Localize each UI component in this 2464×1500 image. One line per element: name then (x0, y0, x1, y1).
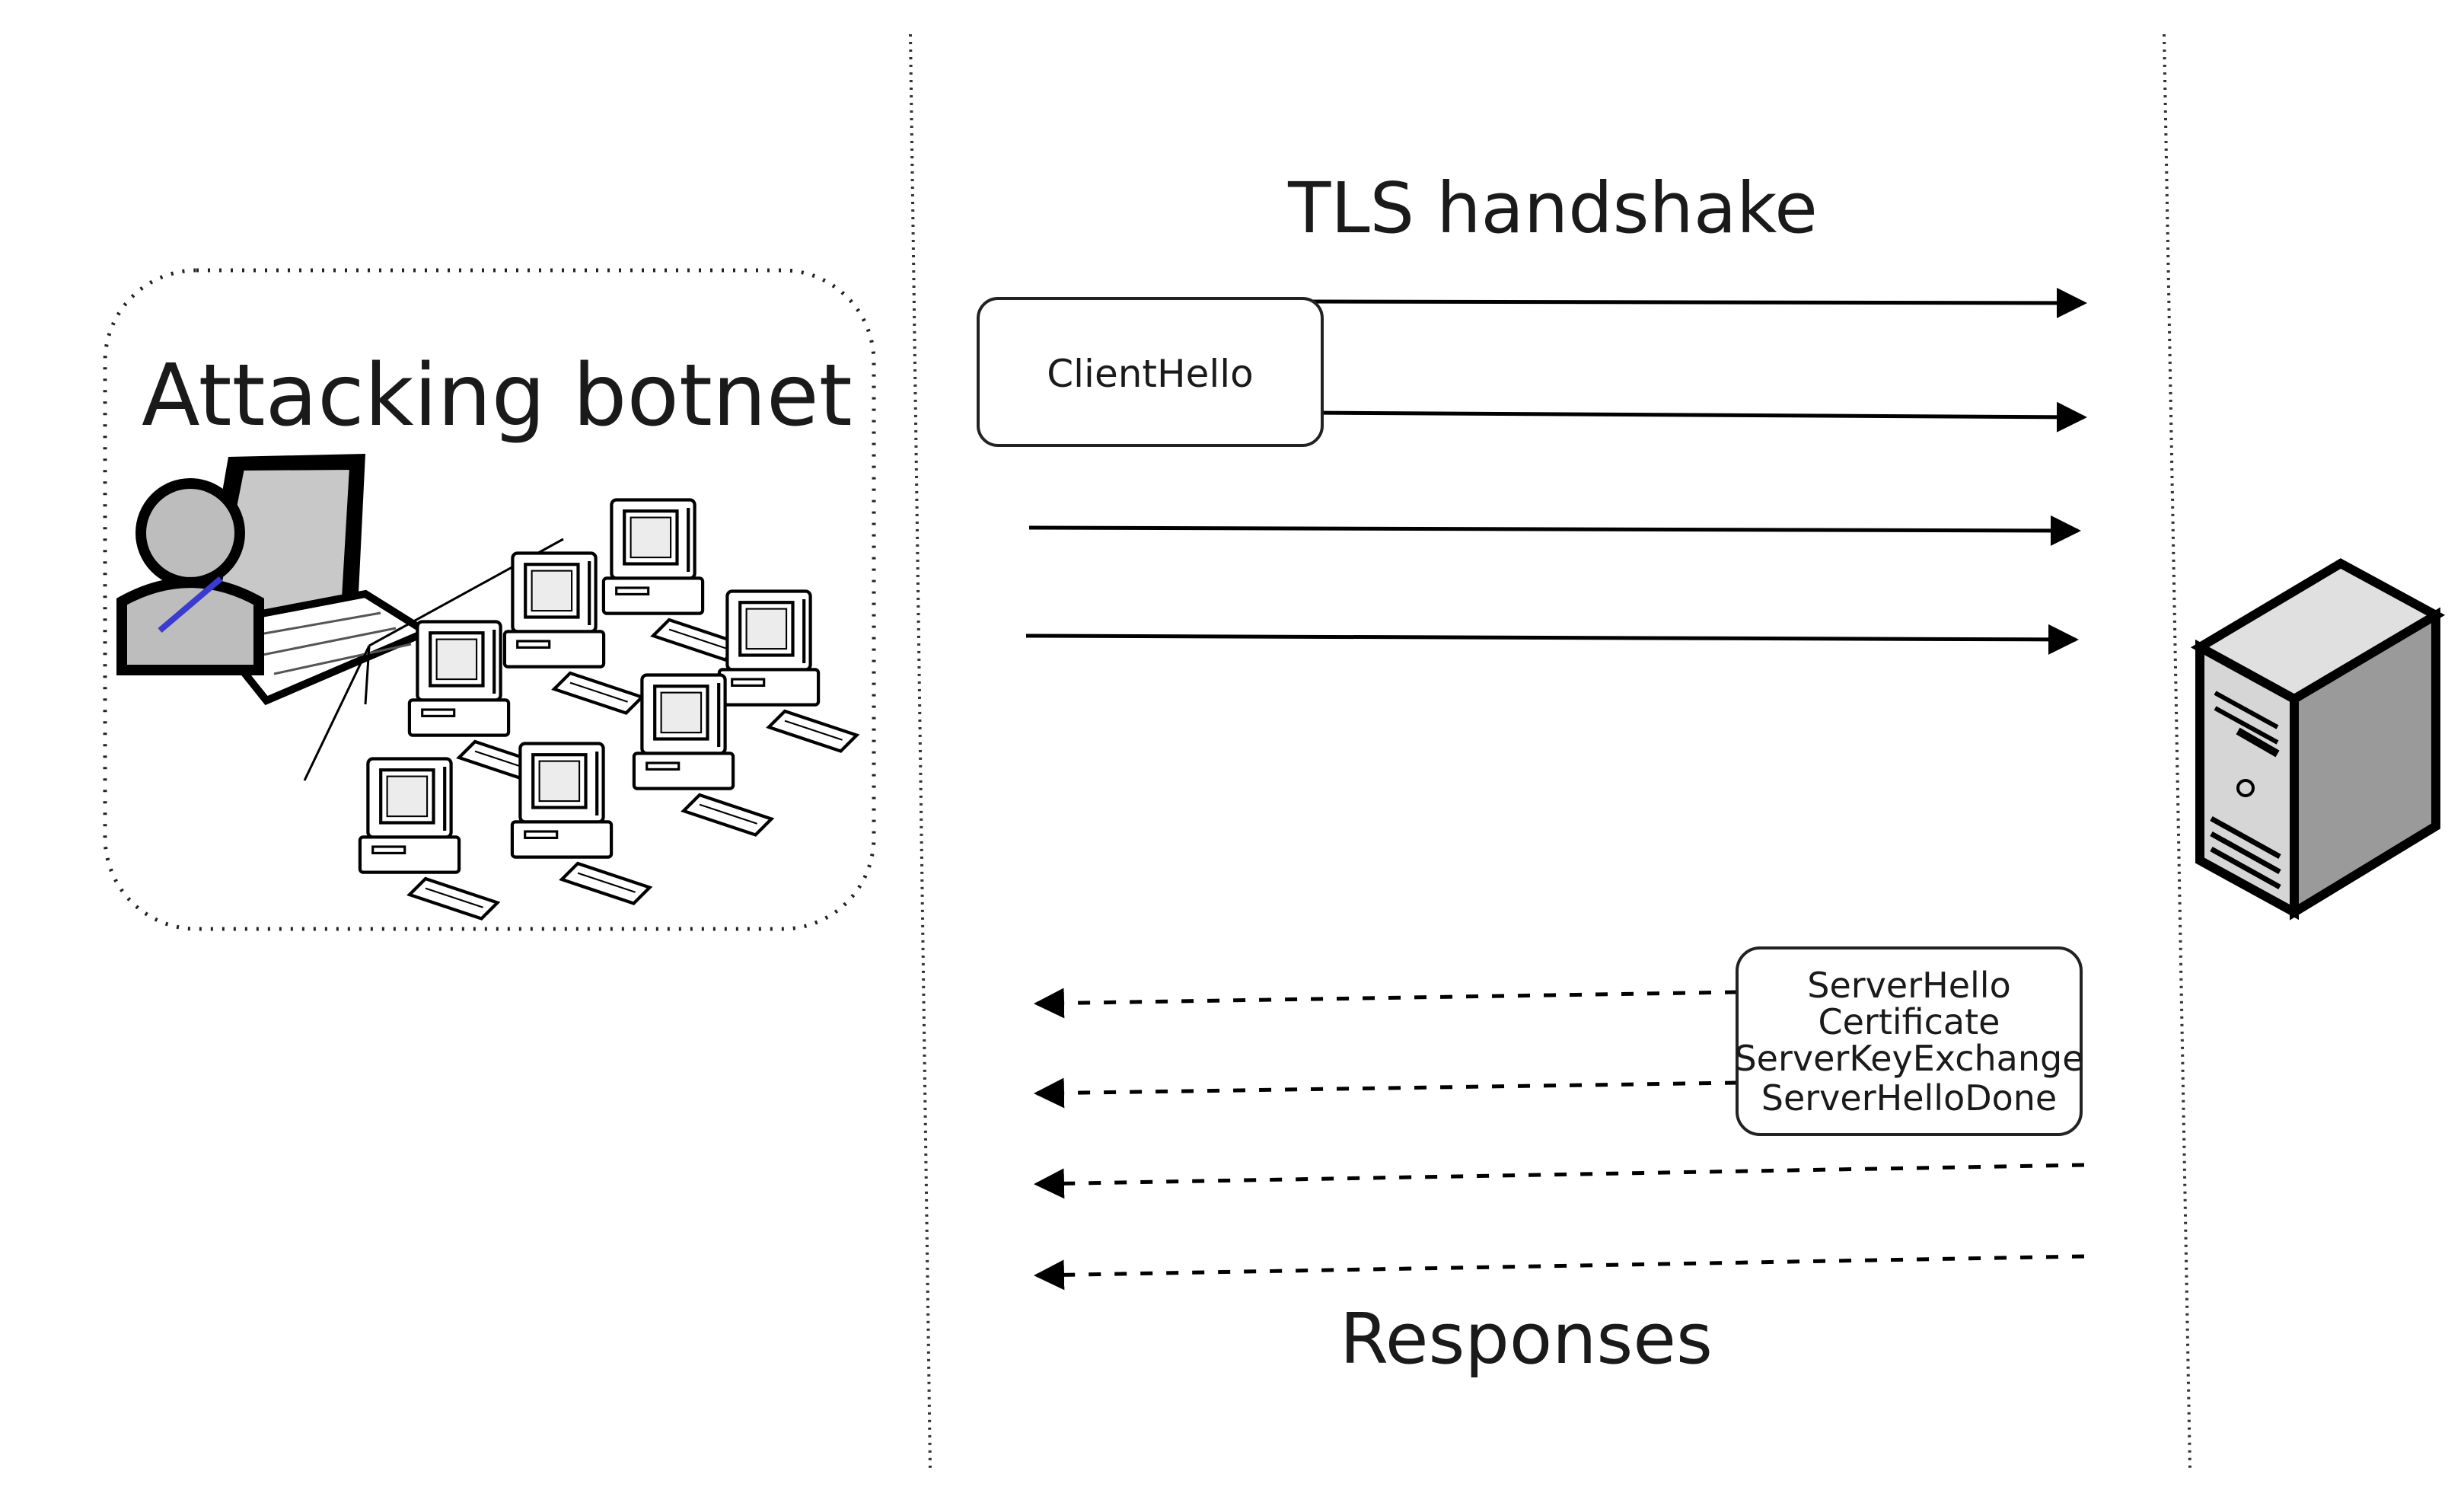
response-arrow (1034, 988, 1738, 1019)
bot-computer-icon (360, 759, 498, 919)
server-lifeline (2163, 34, 2191, 1470)
request-arrow (1028, 515, 2081, 546)
request-arrow (1309, 287, 2087, 318)
client-lifeline (909, 34, 932, 1470)
server-tower-icon (2190, 558, 2446, 921)
client-hello-box: ClientHello (977, 297, 1324, 447)
response-arrow (1034, 1077, 1738, 1109)
handshake-title: TLS handshake (1287, 168, 1818, 249)
responses-title: Responses (1340, 1298, 1713, 1380)
client-hello-label: ClientHello (1047, 352, 1253, 396)
bot-computer-icon (604, 500, 741, 660)
server-message: ServerHelloDone (1761, 1077, 2057, 1119)
response-arrow (1034, 1163, 2085, 1199)
server-messages-box: ServerHello Certificate ServerKeyExchang… (1734, 946, 2084, 1136)
botnet-title: Attacking botnet (142, 346, 853, 445)
server-message: Certificate (1819, 1001, 2000, 1042)
attacker-with-laptop-icon (116, 454, 435, 706)
bot-computer-icon (512, 744, 650, 904)
request-arrow (1309, 401, 2087, 432)
server-message: ServerKeyExchange (1734, 1038, 2083, 1079)
server-message: ServerHello (1807, 965, 2010, 1006)
bot-computer-icon (719, 592, 857, 752)
botnet-panel: Attacking botnet (103, 268, 876, 931)
request-arrow (1025, 624, 2079, 655)
response-arrow (1034, 1254, 2085, 1291)
